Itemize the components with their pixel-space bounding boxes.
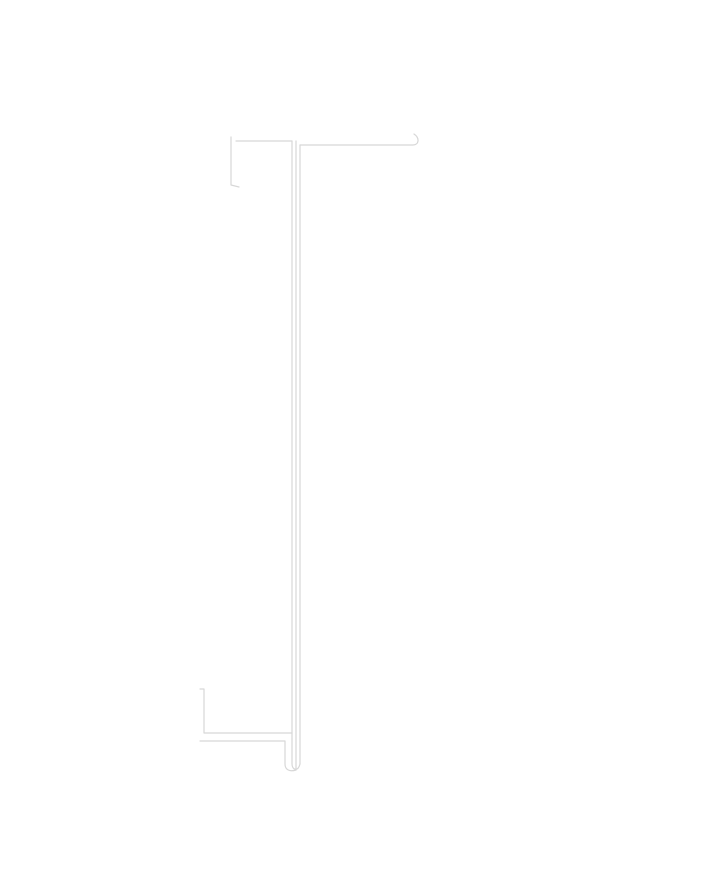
profile-outline	[199, 133, 419, 772]
top-left-return-line	[230, 136, 240, 188]
bottom-left-return-line	[199, 688, 293, 734]
top-right-flange-line	[299, 133, 419, 146]
bottom-flange-line	[199, 740, 297, 772]
bottom-nose-line	[291, 738, 301, 770]
